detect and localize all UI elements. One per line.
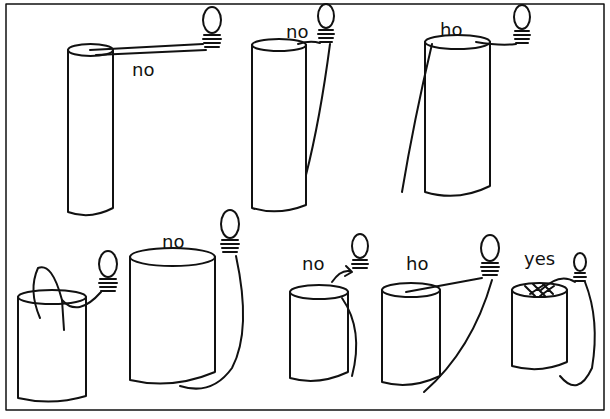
battery-bulb-figure xyxy=(68,7,221,215)
battery-bulb-figure xyxy=(130,210,243,389)
handwritten-label: no xyxy=(284,22,310,42)
battery-bulb-figure xyxy=(402,5,530,196)
frame xyxy=(6,4,604,410)
handwritten-label: ho xyxy=(404,254,430,274)
handwritten-label: ho xyxy=(438,20,464,40)
battery-bulb-figure xyxy=(252,4,334,211)
handwritten-label: yes xyxy=(522,249,557,269)
handwritten-label: no xyxy=(300,254,326,274)
battery-bulb-figure xyxy=(18,251,117,402)
battery-bulb-figure xyxy=(290,234,368,381)
battery-bulb-figure xyxy=(382,235,499,392)
handwritten-label: no xyxy=(160,232,186,252)
battery-bulb-figure xyxy=(512,253,595,385)
handwritten-label: no xyxy=(130,60,156,80)
